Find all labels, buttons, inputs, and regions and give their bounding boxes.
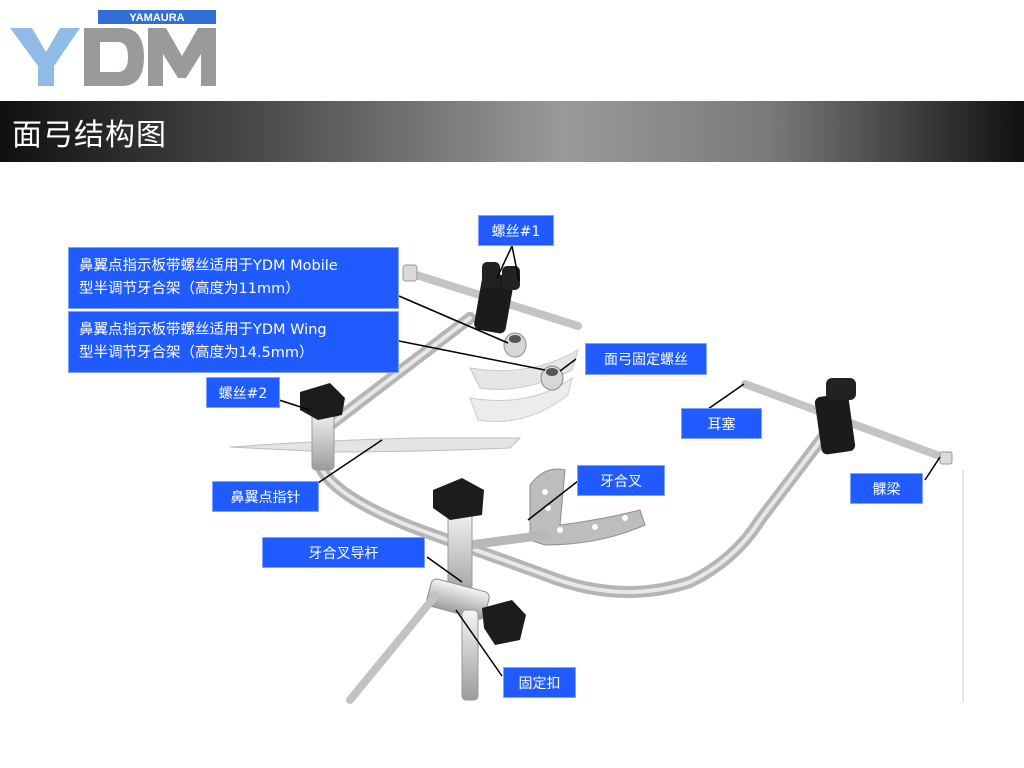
logo-m-mark (148, 28, 216, 86)
label-indicator-mobile-line1: 鼻翼点指示板带螺丝适用于YDM Mobile (79, 258, 338, 274)
title-bar: 面弓结构图 (0, 101, 1024, 162)
label-indicator-wing-line1: 鼻翼点指示板带螺丝适用于YDM Wing (79, 322, 327, 338)
label-indicator-mobile-line2: 型半调节牙合架（高度为11mm） (79, 281, 300, 297)
bite-fork (529, 468, 646, 546)
label-nose-pointer: 鼻翼点指针 (212, 481, 319, 512)
screw2-post (311, 409, 335, 471)
screw1-knob-a (482, 262, 500, 288)
logo-brand-band (98, 10, 216, 24)
label-clamp: 固定扣 (503, 667, 576, 698)
logo-y-mark (10, 28, 80, 86)
label-indicator-wing-line2: 型半调节牙合架（高度为14.5mm） (79, 345, 314, 361)
leader-lines (278, 245, 941, 677)
bite-fork-rod (465, 530, 550, 550)
label-screw1: 螺丝#1 (478, 215, 554, 246)
right-clamp-block (814, 393, 856, 455)
ydm-logo: YAMAURA (10, 10, 216, 86)
indicator-plate-wing (469, 376, 573, 423)
label-ear-plug: 耳塞 (681, 408, 762, 439)
label-screw2: 螺丝#2 (206, 377, 280, 408)
screw1-knob-b (502, 266, 520, 290)
clamp-knob (482, 600, 526, 645)
label-facebow-screw: 面弓固定螺丝 (585, 343, 707, 375)
logo-brand-text: YAMAURA (129, 12, 184, 24)
label-bite-fork: 牙合叉 (577, 465, 665, 496)
label-nasion-bridge: 髁梁 (850, 473, 923, 504)
pointer-rod (346, 591, 440, 704)
screw2-knob (300, 383, 345, 420)
right-ear-plug (939, 451, 953, 465)
left-ear-plug (402, 264, 418, 282)
lower-rod (461, 609, 479, 701)
label-indicator-mobile: 鼻翼点指示板带螺丝适用于YDM Mobile 型半调节牙合架（高度为11mm） (68, 247, 399, 309)
guide-post-knob (433, 478, 484, 520)
right-clamp-knob (826, 378, 856, 400)
image-edge (962, 470, 964, 702)
slide-title: 面弓结构图 (12, 118, 167, 153)
label-bite-fork-rod: 牙合叉导杆 (262, 537, 425, 568)
facebow-illustration (229, 245, 953, 704)
label-indicator-wing: 鼻翼点指示板带螺丝适用于YDM Wing 型半调节牙合架（高度为14.5mm） (68, 311, 399, 373)
logo-d-mark (84, 28, 144, 86)
